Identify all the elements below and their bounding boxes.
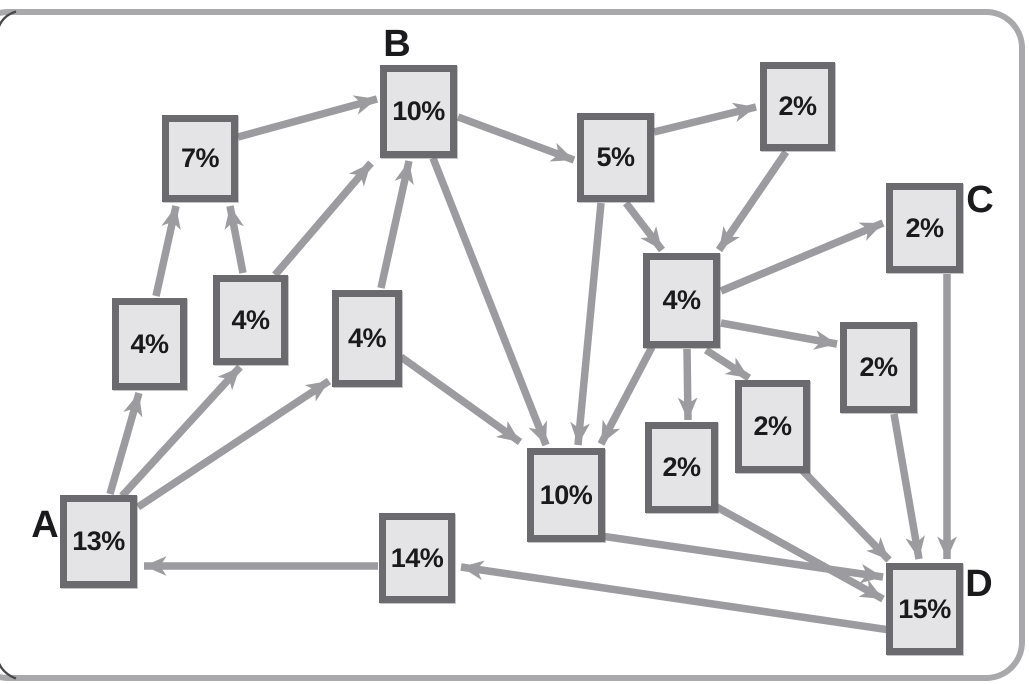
arrow-n5-to-n2top	[653, 102, 757, 136]
arrow-n2r3-to-n15	[711, 501, 885, 603]
node-value: 4%	[130, 328, 169, 359]
node-value: 2%	[905, 212, 944, 243]
arrow-nA13-to-n4a	[106, 391, 143, 496]
node-n4b: 4%	[213, 275, 288, 365]
arrow-n2top-to-n4hub	[715, 149, 790, 253]
node-value: 4%	[231, 304, 270, 335]
node-value: 15%	[898, 593, 951, 624]
arrow-n4hub-to-nC2	[719, 219, 885, 295]
region-label-D: D	[965, 563, 993, 605]
scan-corner-tick-bottom	[0, 662, 17, 680]
node-value: 5%	[596, 142, 635, 172]
arrow-n4hub-to-n2r2	[703, 346, 752, 382]
arrow-n4hub-to-n2r3	[677, 348, 698, 421]
node-n7: 7%	[162, 115, 238, 202]
node-value: 14%	[390, 542, 444, 573]
arrow-nB10-to-n5	[456, 113, 576, 164]
arrow-n4c-to-n10bot	[398, 353, 523, 446]
node-n4c: 4%	[332, 290, 402, 387]
arrow-n15-to-n14	[460, 560, 891, 634]
node-value: 7%	[180, 143, 220, 173]
node-n4a: 4%	[112, 298, 187, 390]
arrow-n4c-to-nB10	[377, 160, 414, 289]
arrow-n7-to-nB10	[237, 95, 378, 141]
node-n2r1: 2%	[840, 322, 917, 413]
node-value: 4%	[347, 323, 387, 353]
node-n2r3: 2%	[645, 422, 718, 513]
node-value: 10%	[392, 96, 445, 126]
node-value: 2%	[753, 411, 792, 441]
arrow-n4a-to-n7	[152, 205, 181, 297]
node-nB10: 10%	[380, 65, 457, 158]
node-n5: 5%	[577, 113, 654, 202]
node-n14: 14%	[379, 513, 455, 603]
node-value: 2%	[859, 352, 898, 382]
arrow-n5-to-n10bot	[570, 202, 605, 446]
node-value: 4%	[662, 285, 701, 315]
panel-border	[0, 9, 1025, 681]
node-n2top: 2%	[760, 62, 835, 151]
scan-corner-tick-top	[0, 10, 17, 27]
arrow-n2r2-to-n15	[798, 466, 892, 563]
node-value: 2%	[662, 452, 701, 482]
arrow-nA13-to-n4b	[119, 364, 243, 499]
arrow-nA13-to-n4c	[135, 377, 332, 511]
arrow-n5-to-n4hub	[623, 200, 665, 253]
arrow-n4b-to-n7	[224, 205, 247, 274]
node-n4hub: 4%	[643, 253, 720, 348]
arrow-n2r1-to-n15	[890, 413, 925, 560]
node-n2r2: 2%	[735, 380, 810, 473]
region-label-B: B	[383, 23, 411, 65]
region-label-A: A	[31, 504, 59, 546]
arrow-n4b-to-nB10	[272, 160, 374, 278]
node-nC2: 2%	[886, 183, 963, 273]
arrow-nB10-to-n10bot	[429, 156, 550, 447]
node-n15: 15%	[886, 563, 963, 655]
node-value: 2%	[778, 91, 817, 121]
node-n10bot: 10%	[527, 448, 605, 542]
node-value: 13%	[72, 526, 125, 556]
arrow-n4hub-to-n10bot	[597, 345, 656, 446]
node-nA13: 13%	[60, 495, 137, 588]
arrow-n4hub-to-n2r1	[720, 319, 838, 350]
node-value: 10%	[539, 479, 593, 510]
region-label-C: C	[966, 179, 994, 221]
